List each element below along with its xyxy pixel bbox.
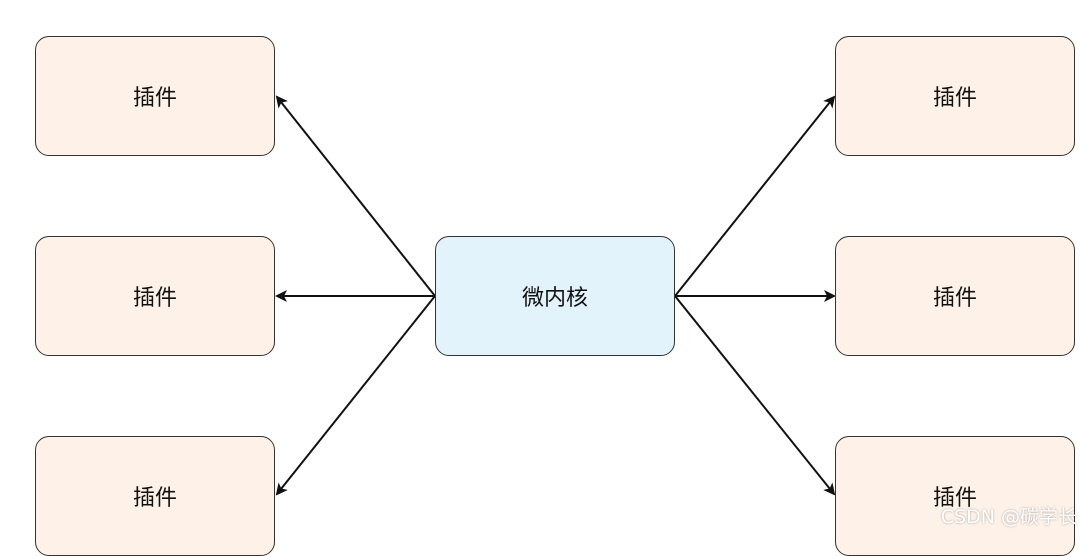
arrow-to-plugin-left-bottom [275, 295, 436, 496]
plugin-right-bottom: 插件 [835, 436, 1075, 556]
plugin-label: 插件 [932, 86, 977, 111]
arrow-to-plugin-right-top [674, 95, 836, 297]
plugin-right-middle: 插件 [835, 236, 1075, 356]
arrow-to-plugin-left-top [275, 95, 436, 297]
plugin-label: 插件 [132, 86, 177, 111]
plugin-left-middle: 插件 [35, 236, 275, 356]
plugin-label: 插件 [132, 286, 177, 311]
arrow-to-plugin-right-bottom [674, 295, 836, 496]
diagram-canvas [275, 95, 836, 496]
core-node: 微内核 [435, 236, 675, 356]
plugin-label: 插件 [932, 486, 977, 511]
plugin-label: 插件 [132, 486, 177, 511]
plugin-left-bottom: 插件 [35, 436, 275, 556]
plugin-left-top: 插件 [35, 36, 275, 156]
plugin-label: 插件 [932, 286, 977, 311]
core-label: 微内核 [521, 286, 588, 311]
plugin-right-top: 插件 [835, 36, 1075, 156]
watermark: CSDN @碳学长 [940, 506, 1077, 528]
